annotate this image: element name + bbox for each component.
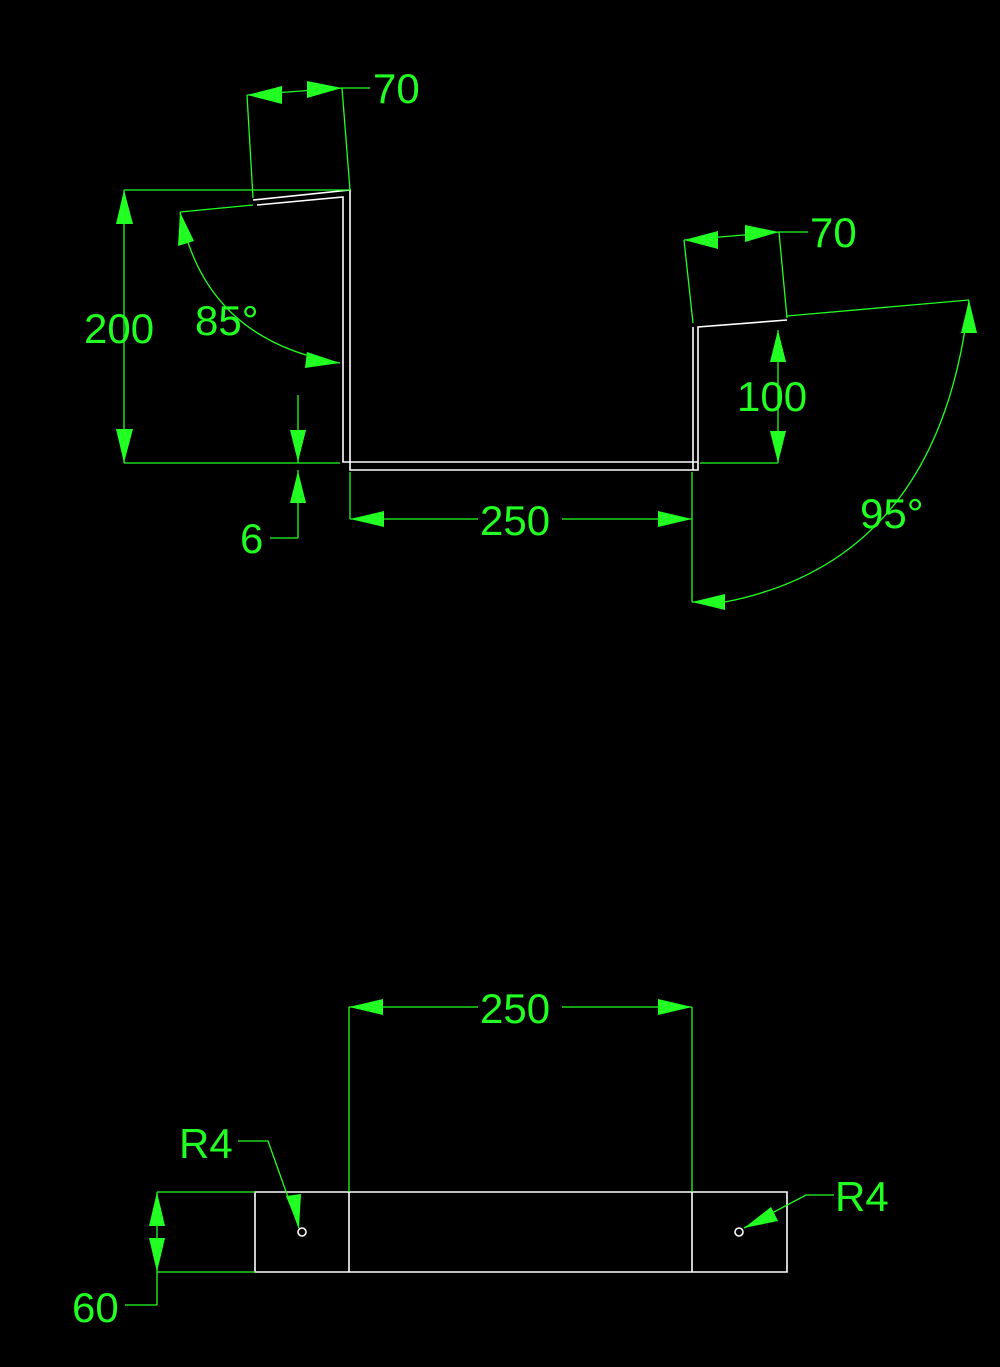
right-flange-width-dimension: 70 (683, 209, 857, 324)
right-flange-width-label: 70 (810, 209, 857, 256)
base-length-label: 250 (480, 497, 550, 544)
thickness-label: 6 (240, 515, 263, 562)
top-length-dimension: 250 (348, 985, 693, 1192)
side-view: 70 70 200 85° 6 (84, 65, 977, 610)
thickness-dimension: 6 (240, 395, 306, 562)
width-dimension: 60 (72, 1191, 255, 1331)
right-height-label: 100 (737, 373, 807, 420)
top-length-label: 250 (480, 985, 550, 1032)
width-label: 60 (72, 1284, 119, 1331)
right-hole (734, 1227, 744, 1237)
right-hole-radius-leader: R4 (743, 1173, 889, 1229)
left-bend-angle-dimension: 85° (178, 204, 341, 368)
left-hole-radius-label: R4 (179, 1120, 233, 1167)
left-height-label: 200 (84, 305, 154, 352)
right-height-dimension: 100 (700, 330, 807, 464)
bracket-profile-outline (252, 189, 788, 471)
left-height-dimension: 200 (84, 189, 350, 464)
left-flange-width-label: 70 (373, 65, 420, 112)
right-bend-angle-dimension: 95° (692, 299, 977, 610)
base-length-dimension: 250 (349, 472, 693, 602)
plate-outline (254, 1191, 788, 1273)
top-view: 250 R4 R4 60 (72, 985, 889, 1331)
right-hole-radius-label: R4 (835, 1173, 889, 1220)
left-hole (297, 1227, 307, 1237)
left-flange-width-dimension: 70 (246, 65, 420, 199)
left-hole-radius-leader: R4 (179, 1120, 301, 1229)
left-bend-angle-label: 85° (195, 297, 259, 344)
right-bend-angle-label: 95° (860, 490, 924, 537)
